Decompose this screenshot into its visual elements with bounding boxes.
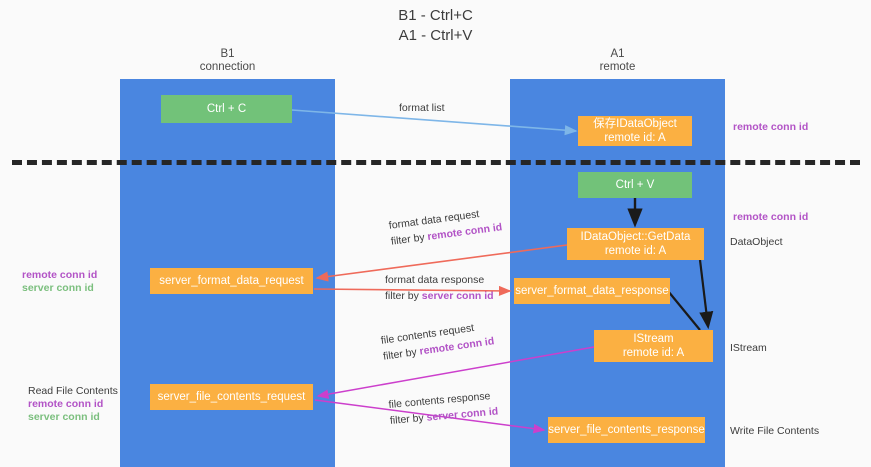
box-getdata-line2: remote id: A [604, 245, 667, 257]
annotation-write-file-contents-text: Write File Contents [730, 425, 820, 437]
edge-label-format-data-response-filter: filter by server conn id [385, 289, 494, 304]
filter-key-server-conn-id: server conn id [421, 290, 494, 302]
edge-label-file-contents-response: file contents response filter by server … [388, 389, 499, 429]
annotation-server-conn-id-text: server conn id [22, 282, 94, 294]
lane-header-b1-name: B1 [220, 48, 235, 60]
edge-label-format-list-text: format list [399, 102, 445, 114]
filter-prefix: filter by [385, 290, 422, 302]
edge-label-format-data-response: format data response filter by server co… [385, 273, 494, 304]
edge-label-format-list: format list [399, 101, 445, 116]
annotation-istream-text: IStream [730, 342, 767, 354]
box-server-file-contents-response[interactable]: server_file_contents_response [548, 417, 705, 443]
annotation-remote-conn-id-text: remote conn id [28, 398, 104, 410]
box-ctrl-c[interactable]: Ctrl + C [161, 95, 292, 123]
box-save-idataobject-line2: remote id: A [604, 132, 666, 144]
lane-header-b1-role: connection [199, 61, 256, 73]
filter-prefix: filter by [389, 411, 428, 427]
edge-label-format-data-response-text: format data response [385, 274, 485, 286]
annotation-right-remote-conn-id-top: remote conn id [733, 121, 808, 134]
annotation-remote-conn-id-text: remote conn id [733, 211, 809, 223]
annotation-right-write-file-contents: Write File Contents [730, 425, 819, 438]
annotation-remote-conn-id-text: remote conn id [22, 269, 98, 281]
annotation-server-conn-id-text: server conn id [28, 411, 100, 423]
filter-prefix: filter by [382, 345, 421, 363]
box-server-format-data-request[interactable]: server_format_data_request [150, 268, 313, 294]
box-ctrl-v[interactable]: Ctrl + V [578, 172, 692, 198]
box-ctrl-v-label: Ctrl + V [615, 179, 655, 191]
filter-prefix: filter by [390, 231, 429, 248]
box-ctrl-c-label: Ctrl + C [206, 103, 247, 115]
phase-divider [12, 160, 860, 165]
box-server-format-data-request-label: server_format_data_request [159, 275, 304, 287]
box-server-file-contents-response-label: server_file_contents_response [548, 424, 705, 436]
edge-label-file-contents-request: file contents request filter by remote c… [380, 318, 495, 364]
diagram-title: B1 - Ctrl+C A1 - Ctrl+V [0, 6, 871, 46]
box-server-file-contents-request-label: server_file_contents_request [157, 391, 306, 403]
lane-header-a1-name: A1 [610, 48, 625, 60]
box-istream[interactable]: IStream remote id: A [594, 330, 713, 362]
title-line-2: A1 - Ctrl+V [398, 27, 473, 44]
box-idataobject-getdata[interactable]: IDataObject::GetData remote id: A [567, 228, 704, 260]
annotation-right-istream: IStream [730, 342, 767, 355]
box-save-idataobject-line1: 保存IDataObject [593, 118, 677, 130]
title-line-1: B1 - Ctrl+C [398, 7, 473, 24]
edge-label-format-data-request: format data request filter by remote con… [388, 204, 503, 249]
annotation-right-dataobject: DataObject [730, 236, 783, 249]
annotation-remote-conn-id-text: remote conn id [733, 121, 809, 133]
annotation-left-conn-ids: remote conn id server conn id [22, 269, 97, 295]
box-getdata-line1: IDataObject::GetData [580, 231, 691, 243]
lane-header-a1: A1 remote [510, 48, 725, 74]
annotation-dataobject-text: DataObject [730, 236, 783, 248]
box-istream-line1: IStream [633, 333, 674, 345]
lane-header-a1-role: remote [599, 61, 636, 73]
box-istream-line2: remote id: A [622, 347, 685, 359]
box-save-idataobject[interactable]: 保存IDataObject remote id: A [578, 116, 692, 146]
annotation-right-remote-conn-id-mid: remote conn id [733, 211, 808, 224]
lane-header-b1: B1 connection [120, 48, 335, 74]
box-server-file-contents-request[interactable]: server_file_contents_request [150, 384, 313, 410]
box-server-format-data-response-label: server_format_data_response [515, 285, 669, 297]
annotation-read-file-contents-text: Read File Contents [28, 385, 118, 397]
box-server-format-data-response[interactable]: server_format_data_response [514, 278, 670, 304]
annotation-left-read-file-contents: Read File Contents remote conn id server… [28, 385, 118, 424]
